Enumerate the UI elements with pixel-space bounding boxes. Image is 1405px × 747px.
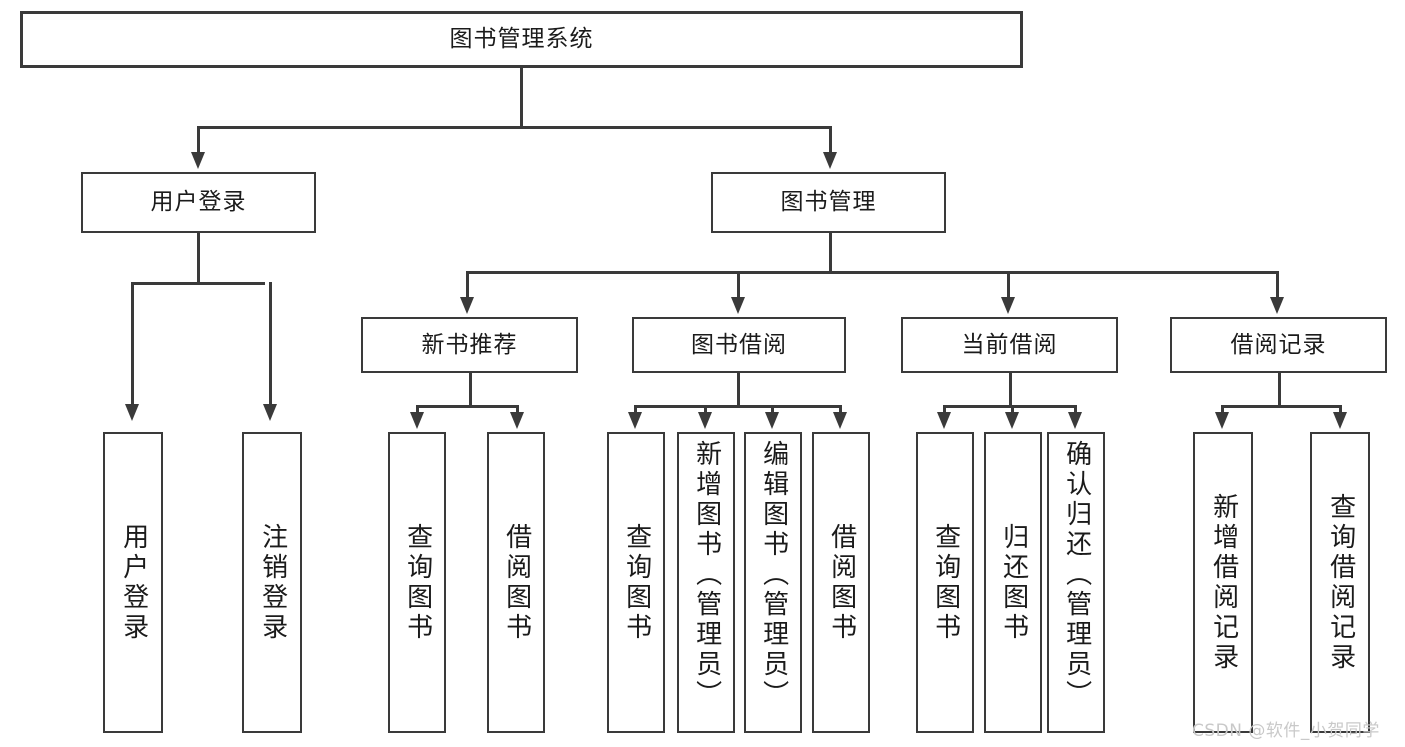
connector-bookmgmt-bus <box>466 271 1276 274</box>
arrow-bookmgmt-to-borrow <box>731 297 745 314</box>
arrow-root-to-bookmgmt <box>823 152 837 169</box>
connector-login-stem <box>197 233 200 283</box>
node-root-book-management-system[interactable]: 图书管理系统 <box>20 11 1023 68</box>
arrow-bookmgmt-to-current <box>1001 297 1015 314</box>
connector-bookmgmt-to-record <box>1276 271 1279 297</box>
arrow-borrow-to-leaf2 <box>698 412 712 429</box>
connector-bookmgmt-to-newbook <box>466 271 469 297</box>
connector-bookmgmt-stem <box>829 233 832 272</box>
connector-bookmgmt-to-current <box>1007 271 1010 297</box>
arrow-newbook-to-leaf2 <box>510 412 524 429</box>
connector-root-bus <box>197 126 831 129</box>
node-label: 查询图书 <box>402 522 433 643</box>
leaf-edit-book-admin[interactable]: 编辑图书（管理员） <box>744 432 802 733</box>
node-label: 新增图书（管理员） <box>691 440 722 710</box>
watermark-text: CSDN @软件_小贺同学 <box>1192 721 1380 741</box>
connector-record-to-leaf2 <box>1339 405 1342 413</box>
node-label: 用户登录 <box>118 522 149 643</box>
connector-record-to-leaf1 <box>1221 405 1224 413</box>
connector-current-to-leaf2 <box>1011 405 1014 413</box>
connector-newbook-bus <box>416 405 519 408</box>
arrow-record-to-leaf1 <box>1215 412 1229 429</box>
connector-borrow-to-leaf2 <box>704 405 707 413</box>
leaf-borrow-books-borrow[interactable]: 借阅图书 <box>812 432 870 733</box>
connector-login-bus <box>131 282 265 285</box>
leaf-query-books-borrow[interactable]: 查询图书 <box>607 432 665 733</box>
arrow-current-to-leaf1 <box>937 412 951 429</box>
connector-current-to-leaf3 <box>1074 405 1077 413</box>
node-label: 当前借阅 <box>961 331 1058 358</box>
connector-borrow-bus <box>634 405 841 408</box>
node-label: 编辑图书（管理员） <box>758 440 789 710</box>
connector-current-bus <box>943 405 1076 408</box>
leaf-query-books-current[interactable]: 查询图书 <box>916 432 974 733</box>
node-label: 图书管理 <box>780 189 877 216</box>
arrow-borrow-to-leaf3 <box>765 412 779 429</box>
node-book-management[interactable]: 图书管理 <box>711 172 946 233</box>
connector-root-to-login <box>197 126 200 152</box>
leaf-query-borrow-record[interactable]: 查询借阅记录 <box>1310 432 1370 733</box>
connector-borrow-to-leaf4 <box>839 405 842 413</box>
arrow-borrow-to-leaf1 <box>628 412 642 429</box>
connector-root-to-bookmgmt <box>829 126 832 152</box>
arrow-newbook-to-leaf1 <box>410 412 424 429</box>
node-label: 查询借阅记录 <box>1325 492 1356 673</box>
node-label: 确认归还（管理员） <box>1061 440 1092 710</box>
node-user-login[interactable]: 用户登录 <box>81 172 316 233</box>
node-label: 借阅图书 <box>826 522 857 643</box>
node-current-borrowing[interactable]: 当前借阅 <box>901 317 1118 373</box>
connector-newbook-stem <box>469 373 472 406</box>
leaf-logout[interactable]: 注销登录 <box>242 432 302 733</box>
node-label: 新书推荐 <box>421 331 518 358</box>
node-label: 图书借阅 <box>691 331 787 358</box>
connector-record-stem <box>1278 373 1281 406</box>
node-label: 查询图书 <box>621 522 652 643</box>
arrow-borrow-to-leaf4 <box>833 412 847 429</box>
connector-newbook-to-leaf2 <box>516 405 519 413</box>
node-borrow-records[interactable]: 借阅记录 <box>1170 317 1387 373</box>
arrow-login-to-leaf2 <box>263 404 277 421</box>
node-label: 归还图书 <box>998 522 1029 643</box>
connector-borrow-to-leaf1 <box>634 405 637 413</box>
arrow-bookmgmt-to-newbook <box>460 297 474 314</box>
node-label: 借阅记录 <box>1230 331 1327 358</box>
node-label: 注销登录 <box>257 522 288 643</box>
connector-root-stem <box>520 68 523 127</box>
node-new-book-recommendation[interactable]: 新书推荐 <box>361 317 578 373</box>
node-label: 用户登录 <box>150 189 247 216</box>
node-label: 新增借阅记录 <box>1208 492 1239 673</box>
arrow-current-to-leaf2 <box>1005 412 1019 429</box>
leaf-confirm-return-admin[interactable]: 确认归还（管理员） <box>1047 432 1105 733</box>
node-label: 图书管理系统 <box>449 26 594 53</box>
leaf-user-login[interactable]: 用户登录 <box>103 432 163 733</box>
connector-login-to-leaf1 <box>131 282 134 404</box>
arrow-root-to-login <box>191 152 205 169</box>
leaf-borrow-books-newbook[interactable]: 借阅图书 <box>487 432 545 733</box>
connector-newbook-to-leaf1 <box>416 405 419 413</box>
arrow-current-to-leaf3 <box>1068 412 1082 429</box>
connector-current-to-leaf1 <box>943 405 946 413</box>
connector-current-stem <box>1009 373 1012 406</box>
leaf-add-borrow-record[interactable]: 新增借阅记录 <box>1193 432 1253 733</box>
node-label: 查询图书 <box>930 522 961 643</box>
connector-login-to-leaf2 <box>269 282 272 404</box>
connector-bookmgmt-to-borrow <box>737 271 740 297</box>
node-label: 借阅图书 <box>501 522 532 643</box>
arrow-bookmgmt-to-record <box>1270 297 1284 314</box>
node-book-borrowing[interactable]: 图书借阅 <box>632 317 846 373</box>
arrow-record-to-leaf2 <box>1333 412 1347 429</box>
arrow-login-to-leaf1 <box>125 404 139 421</box>
leaf-return-books[interactable]: 归还图书 <box>984 432 1042 733</box>
leaf-add-book-admin[interactable]: 新增图书（管理员） <box>677 432 735 733</box>
connector-borrow-to-leaf3 <box>771 405 774 413</box>
leaf-query-books-newbook[interactable]: 查询图书 <box>388 432 446 733</box>
connector-record-bus <box>1221 405 1341 408</box>
connector-borrow-stem <box>737 373 740 406</box>
